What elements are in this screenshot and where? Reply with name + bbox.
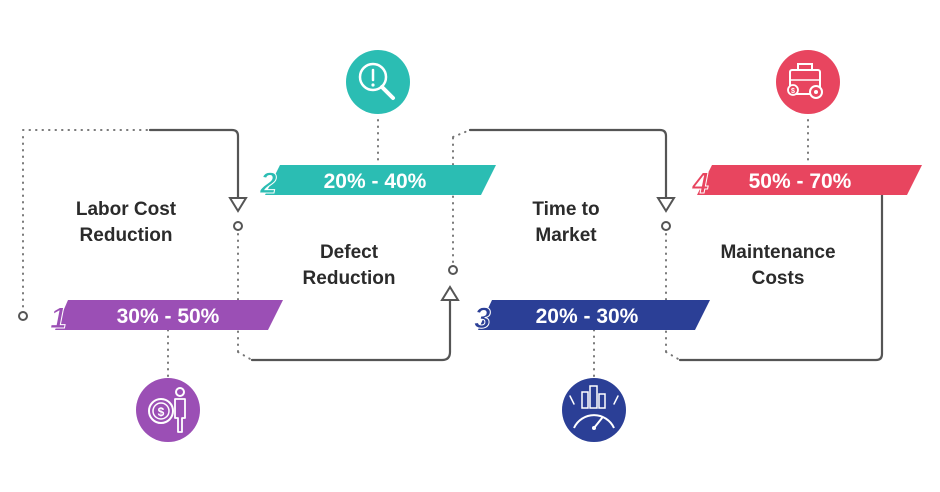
- banner-1-range: 30% - 50%: [117, 305, 220, 328]
- step-3-label-line2: Market: [535, 225, 597, 246]
- banner-1-number: 1: [50, 302, 67, 335]
- banner-2-number: 2: [259, 167, 277, 200]
- svg-text:$: $: [158, 405, 165, 419]
- step-1-label: Labor Cost Reduction: [26, 197, 226, 249]
- banner-3-number: 3: [474, 302, 491, 335]
- speedometer-city-icon: [562, 378, 626, 442]
- connector-3: [452, 128, 676, 263]
- banner-3: 3 20% - 30%: [474, 300, 710, 336]
- step-4-label-line1: Maintenance: [720, 242, 836, 263]
- step-4-label: Maintenance Costs: [678, 240, 878, 292]
- banner-4-number: 4: [691, 167, 709, 200]
- banner-3-range: 20% - 30%: [536, 305, 639, 328]
- step-3-label-line1: Time to: [532, 199, 600, 220]
- connector-2: [237, 233, 460, 362]
- step-3-label: Time to Market: [466, 197, 666, 249]
- step-2-label: Defect Reduction: [249, 240, 449, 292]
- step-2-label-line2: Reduction: [302, 268, 396, 289]
- banner-2: 2 20% - 40%: [259, 165, 496, 201]
- connector-1: [18, 128, 248, 321]
- toolbox-gear-icon: $: [776, 50, 840, 114]
- svg-text:$: $: [791, 88, 795, 95]
- step-1-label-line2: Reduction: [79, 225, 173, 246]
- banner-2-range: 20% - 40%: [324, 170, 427, 193]
- banner-4: 4 50% - 70%: [691, 165, 922, 201]
- magnifier-alert-icon: [346, 50, 410, 114]
- step-1-label-line1: Labor Cost: [75, 199, 177, 220]
- banner-4-range: 50% - 70%: [749, 170, 852, 193]
- dollar-coin-person-icon: $: [136, 378, 200, 442]
- step-4-label-line2: Costs: [751, 268, 805, 289]
- step-2-label-line1: Defect: [319, 242, 379, 263]
- banner-1: 1 30% - 50%: [50, 300, 283, 336]
